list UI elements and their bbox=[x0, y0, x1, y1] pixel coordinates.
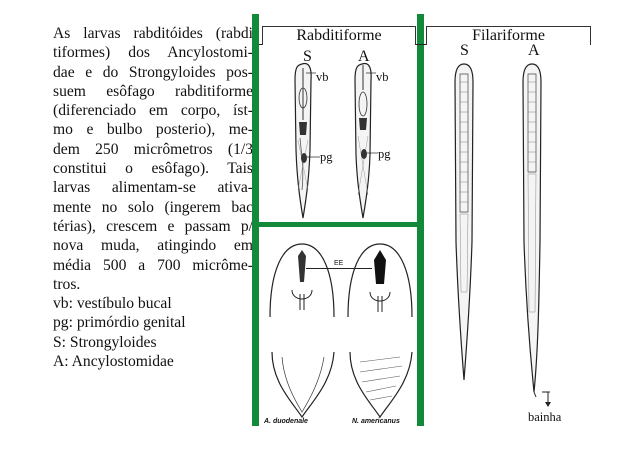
mouth-detail-n-americanus bbox=[347, 243, 413, 419]
sheath-arrow bbox=[542, 391, 551, 407]
paragraph-line: térias), crescem e passam p/ bbox=[53, 217, 253, 235]
vb-label-a: vb bbox=[376, 70, 389, 84]
filariform-larva-a bbox=[522, 63, 542, 398]
divider-bar-left bbox=[252, 14, 259, 426]
legend-line: vb: vestíbulo bucal bbox=[53, 295, 172, 313]
vb-label-s: vb bbox=[316, 70, 329, 84]
rhabditiform-larva-a bbox=[354, 62, 378, 219]
rhabditiform-larva-s bbox=[294, 62, 320, 219]
caption-n-americanus: N. americanus bbox=[352, 418, 400, 425]
pg-label-a: pg bbox=[378, 147, 391, 161]
paragraph-line: tros. bbox=[53, 275, 81, 293]
rhabditiform-label-s: S bbox=[303, 48, 312, 65]
divider-bar-horizontal bbox=[259, 222, 417, 227]
paragraph-line: média 500 a 700 micrôme- bbox=[53, 256, 253, 274]
caption-a-duodenale: A. duodenale bbox=[264, 418, 308, 425]
paragraph-line: (diferenciado em corpo, íst- bbox=[53, 102, 253, 120]
ee-pointer-line bbox=[306, 268, 372, 269]
top-border-line bbox=[259, 44, 589, 45]
rhabditiform-header: Rabditiforme bbox=[262, 26, 416, 45]
paragraph-line: constitui o esôfago). Tais bbox=[53, 160, 253, 178]
rhabditiform-label-a: A bbox=[358, 48, 370, 65]
paragraph-line: mente no solo (ingerem bac bbox=[53, 198, 253, 216]
mouth-detail-a-duodenale bbox=[269, 243, 335, 419]
sheath-label: bainha bbox=[528, 410, 562, 424]
ee-label: EE bbox=[333, 260, 345, 267]
paragraph-line: suem esôfago rabditiforme bbox=[53, 82, 253, 100]
filariform-label-s: S bbox=[460, 42, 469, 59]
legend-line: S: Strongyloides bbox=[53, 333, 157, 351]
paragraph-line: dem 250 micrômetros (1/3 bbox=[53, 140, 253, 158]
paragraph-line: larvas alimentam-se ativa- bbox=[53, 179, 253, 197]
divider-bar-middle bbox=[417, 14, 424, 426]
filariform-label-a: A bbox=[528, 42, 540, 59]
paragraph-line: dae e do Strongyloides pos- bbox=[53, 63, 253, 81]
legend-line: A: Ancylostomidae bbox=[53, 353, 174, 371]
paragraph-line: tiformes) dos Ancylostomi- bbox=[53, 44, 253, 62]
filariform-larva-s bbox=[454, 63, 474, 381]
filariform-header: Filariforme bbox=[426, 26, 591, 45]
legend-line: pg: primórdio genital bbox=[53, 314, 186, 332]
description-text: As larvas rabditóides (rabdi tiformes) do… bbox=[53, 24, 253, 371]
paragraph-line: nova muda, atingindo em bbox=[53, 237, 253, 255]
paragraph-line: mo e bulbo posterio), me- bbox=[53, 121, 253, 139]
pg-label-s: pg bbox=[320, 150, 333, 164]
paragraph-line: As larvas rabditóides (rabdi bbox=[53, 25, 253, 42]
